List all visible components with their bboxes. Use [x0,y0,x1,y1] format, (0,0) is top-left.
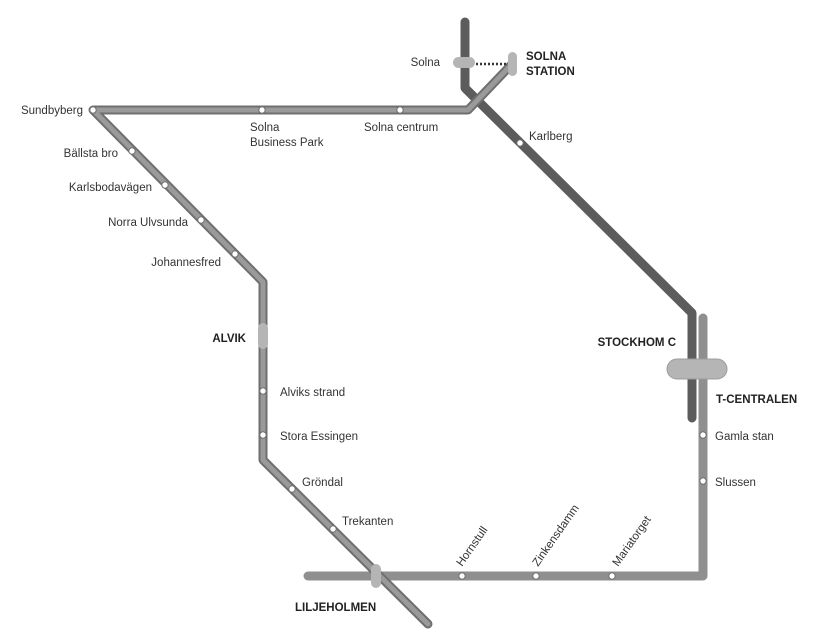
stop-johannesfred[interactable] [231,250,239,258]
label-t-centralen: T-CENTRALEN [716,394,797,406]
label-grondal: Gröndal [302,477,343,489]
metro-line [303,313,708,581]
label-solna-business-park-2: Business Park [250,137,324,149]
stop-trekanten[interactable] [329,525,337,533]
stop-grondal[interactable] [288,485,296,493]
stop-hornstull[interactable] [458,572,466,580]
label-solna-centrum: Solna centrum [364,122,438,134]
label-mariatorget: Mariatorget [611,514,655,569]
label-ballsta-bro: Bällsta bro [64,148,118,160]
stop-solna-business-park[interactable] [258,106,266,114]
alvik-interchange[interactable] [258,323,268,349]
label-solna: Solna [411,57,441,69]
label-karlberg: Karlberg [529,131,572,143]
stop-gamla-stan[interactable] [699,431,707,439]
stop-norra-ulvsunda[interactable] [197,216,205,224]
stop-alviks-strand[interactable] [259,387,267,395]
label-solna-station-2: STATION [526,66,575,78]
label-sundbyberg: Sundbyberg [21,105,83,117]
stop-zinkensdamm[interactable] [532,572,540,580]
label-stockholm-c: STOCKHOM C [598,337,676,349]
label-alvik: ALVIK [212,333,246,345]
stop-mariatorget[interactable] [608,572,616,580]
central-interchange[interactable] [666,358,728,380]
label-trekanten: Trekanten [342,516,393,528]
stop-slussen[interactable] [699,477,707,485]
stop-ballsta-bro[interactable] [128,147,136,155]
label-slussen: Slussen [715,477,756,489]
stop-stora-essingen[interactable] [259,431,267,439]
stop-dots [89,106,707,580]
solna-interchange[interactable] [453,57,475,68]
label-alviks-strand: Alviks strand [280,387,345,399]
stop-sundbyberg[interactable] [89,106,97,114]
liljeholmen-interchange[interactable] [371,564,381,588]
label-liljeholmen: LILJEHOLMEN [295,602,376,614]
label-karlbodavagen: Karlsbodavägen [69,182,152,194]
solna-station-interchange[interactable] [508,52,517,76]
label-hornstull: Hornstull [455,525,491,569]
label-solna-station-1: SOLNA [526,51,566,63]
stop-karlberg[interactable] [516,139,524,147]
label-norra-ulvsunda: Norra Ulvsunda [108,217,188,229]
label-stora-essingen: Stora Essingen [280,431,358,443]
stop-karlbodavagen[interactable] [161,181,169,189]
label-gamla-stan: Gamla stan [715,431,774,443]
label-zinkensdamm: Zinkensdamm [531,503,582,569]
label-johannesfred: Johannesfred [151,257,221,269]
label-solna-business-park-1: Solna [250,122,280,134]
stop-solna-centrum[interactable] [396,106,404,114]
